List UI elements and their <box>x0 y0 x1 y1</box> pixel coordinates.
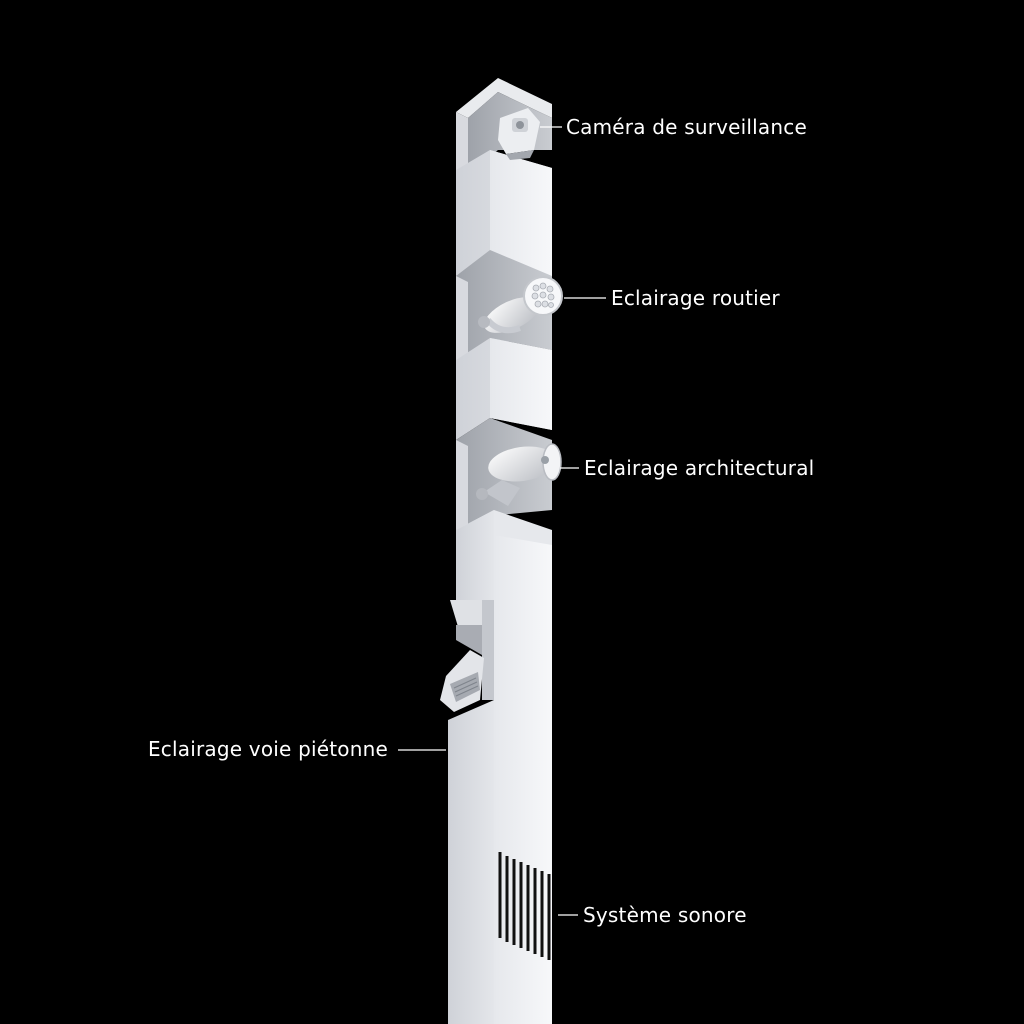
road-spotlight-icon <box>478 276 563 334</box>
label-surveillance-camera: Caméra de surveillance <box>566 115 807 139</box>
security-camera-icon <box>498 108 540 160</box>
pole-lower-shaft <box>448 530 552 1024</box>
architectural-spotlight-icon <box>476 443 562 506</box>
pole <box>448 78 552 1024</box>
label-pedestrian-lighting: Eclairage voie piétonne <box>147 737 388 761</box>
pole-neck <box>456 510 552 600</box>
pole-block-upper <box>456 150 552 278</box>
pedestrian-floodlight-icon <box>440 650 484 712</box>
label-road-lighting: Eclairage routier <box>611 286 780 310</box>
leader-lines <box>398 126 606 916</box>
label-architectural-lighting: Eclairage architectural <box>584 456 815 480</box>
pole-block-middle <box>456 338 552 440</box>
speaker-grille-icon <box>498 852 551 960</box>
label-sound-system: Système sonore <box>583 903 747 927</box>
